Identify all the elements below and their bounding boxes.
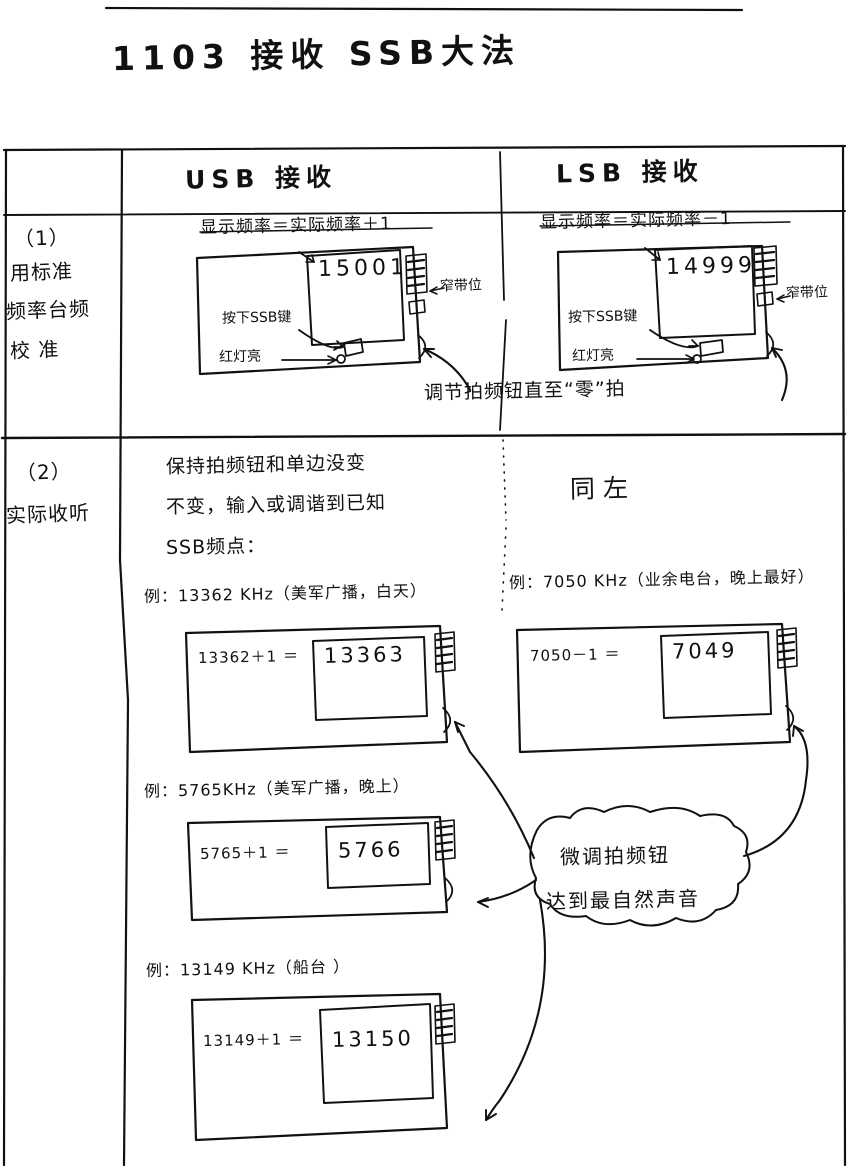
lsb-narrowband-note: 窄带位 (785, 284, 829, 302)
row-1-label-line-3: 校 准 (9, 337, 60, 363)
lsb-led-note: 红灯亮 (571, 347, 615, 365)
usb-example-3-calc: 13149＋1 ＝ (202, 1029, 305, 1051)
usb-example-3-caption: 例：13149 KHz（船台 ） (145, 956, 351, 981)
row-2-number: （2） (15, 458, 73, 486)
lsb-example-1-result: 7049 (671, 638, 738, 664)
usb-example-2-result: 5766 (337, 837, 404, 863)
beat-frequency-zero-note: 调节拍频钮直至“零”拍 (423, 377, 626, 405)
lsb-calibration-formula: 显示频率＝实际频率－1 (539, 208, 733, 234)
usb-display-value: 15001 (317, 255, 409, 282)
usb-calibration-formula: 显示频率＝实际频率＋1 (199, 213, 393, 239)
lsb-ssb-button-note: 按下SSB键 (567, 308, 638, 326)
column-header-lsb: LSB 接收 (555, 156, 704, 189)
row-1-label-line-1: 用标准 (9, 258, 74, 286)
bubble-note-line-1: 微调拍频钮 (559, 842, 671, 870)
usb-instruction-line-3: SSB频点： (165, 534, 267, 560)
usb-example-1-result: 13363 (323, 642, 407, 668)
row-1-number: （1） (13, 224, 71, 252)
row-1-label-line-2: 频率台频 (5, 296, 91, 324)
lsb-same-as-left: 同左 (569, 473, 637, 504)
usb-example-1-calc: 13362＋1 ＝ (197, 646, 300, 668)
bubble-note-line-2: 达到最自然声音 (545, 886, 701, 914)
usb-example-3-result: 13150 (331, 1026, 415, 1052)
row-2-label: 实际收听 (5, 500, 91, 528)
usb-led-note: 红灯亮 (218, 348, 262, 366)
lsb-example-1-calc: 7050－1 ＝ (529, 645, 621, 665)
usb-example-2-calc: 5765＋1 ＝ (199, 843, 291, 863)
usb-instruction-line-2: 不变，输入或调谐到已知 (165, 491, 387, 519)
usb-narrowband-note: 窄带位 (439, 277, 483, 295)
page-title: 1103 接收 SSB大法 (111, 30, 522, 79)
usb-ssb-button-note: 按下SSB键 (221, 309, 292, 327)
lsb-display-value: 14999 (665, 253, 757, 280)
column-header-usb: USB 接收 (184, 162, 338, 195)
usb-instruction-line-1: 保持拍频钮和单边没变 (165, 451, 367, 479)
